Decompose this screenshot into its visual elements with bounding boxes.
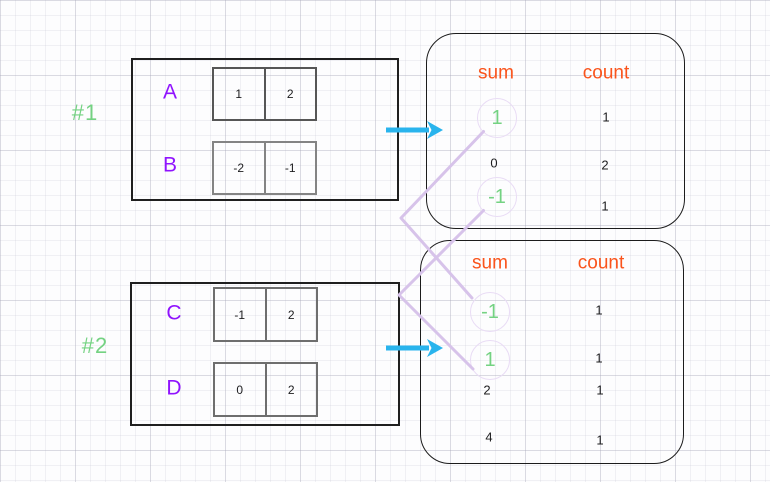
array-c-cell-0: -1 — [234, 307, 246, 322]
array-b-cell-0: -2 — [233, 161, 245, 175]
sum-header: sum — [478, 62, 514, 84]
example-2-tag: #2 — [81, 333, 109, 358]
sum-value: 1 — [491, 107, 503, 129]
array-a-cell-1: 2 — [263, 69, 316, 119]
example-1-result-box — [426, 33, 685, 229]
highlight-circle: -1 — [477, 177, 517, 217]
array-c-label: C — [166, 301, 182, 325]
array-a-cells: 1 2 — [212, 67, 317, 121]
array-b-label: B — [162, 153, 178, 177]
count-value: 1 — [595, 350, 603, 366]
count-value: 1 — [596, 432, 604, 448]
highlight-circle: 1 — [470, 340, 510, 380]
array-d-cell-1: 2 — [264, 364, 317, 415]
sum-value: 0 — [490, 155, 498, 171]
sum-value: 4 — [485, 429, 493, 445]
highlight-circle: -1 — [470, 292, 510, 332]
array-a-label: A — [162, 80, 178, 104]
sum-value: 1 — [484, 349, 496, 371]
sum-value: 2 — [483, 382, 491, 398]
count-value: 2 — [601, 157, 609, 173]
count-header: count — [577, 252, 625, 274]
count-value: 1 — [601, 198, 609, 214]
array-d-cells: 0 2 — [213, 362, 318, 417]
array-b-cells: -2 -1 — [212, 141, 317, 195]
count-value: 1 — [595, 302, 603, 318]
array-c-cell-1: 2 — [264, 289, 317, 340]
sum-value: -1 — [488, 186, 506, 208]
highlight-circle: 1 — [477, 98, 517, 138]
sum-value: -1 — [481, 301, 499, 323]
array-b-cell-1: -1 — [263, 143, 316, 193]
count-value: 1 — [602, 109, 610, 125]
example-1-tag: #1 — [71, 100, 99, 125]
array-d-cell-0: 0 — [236, 382, 244, 397]
count-header: count — [582, 62, 630, 84]
sum-header: sum — [472, 252, 508, 274]
array-d-label: D — [166, 376, 182, 400]
array-a-cell-0: 1 — [235, 87, 243, 101]
example-2-result-box — [420, 240, 684, 464]
count-value: 1 — [596, 382, 604, 398]
array-c-cells: -1 2 — [213, 287, 318, 342]
